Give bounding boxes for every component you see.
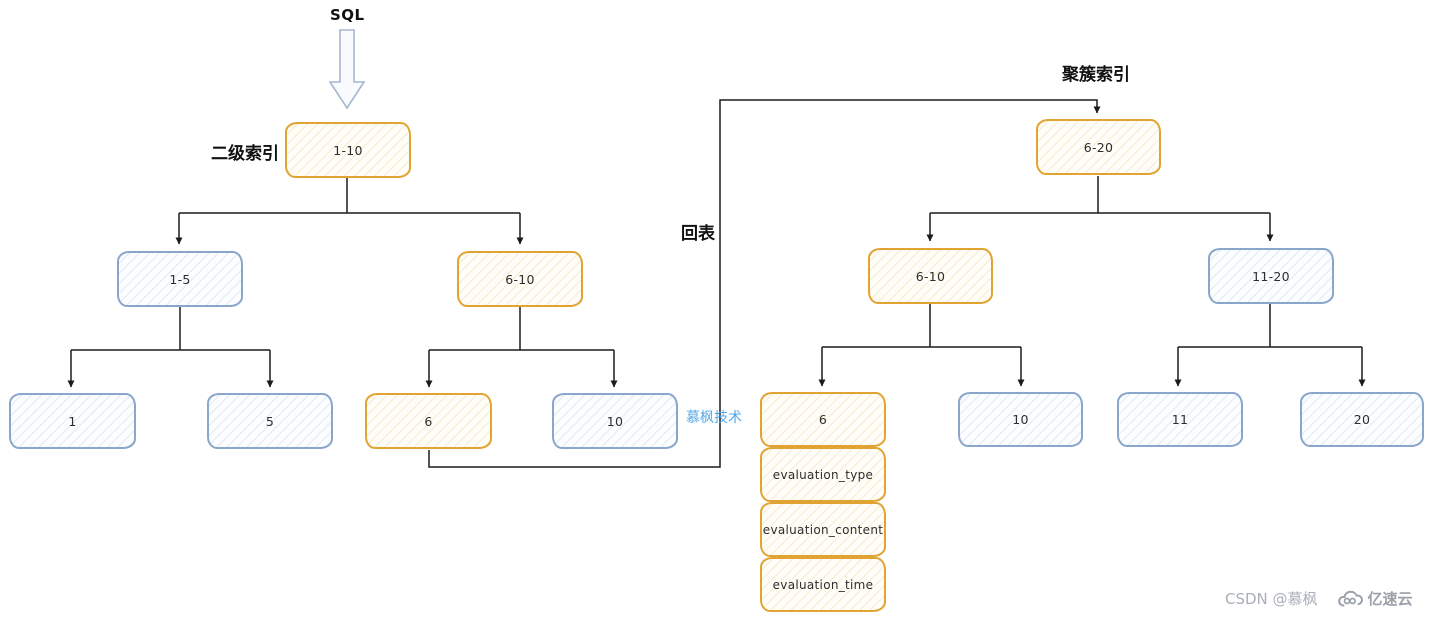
node-field-evaluation-type: evaluation_type [760, 447, 886, 502]
node-secondary-leaf-6: 6 [365, 393, 492, 449]
sql-label: SQL [330, 6, 365, 24]
node-clustered-leaf-10: 10 [958, 392, 1083, 447]
watermark-yisu-text: 亿速云 [1367, 590, 1413, 608]
secondary-index-label: 二级索引 [211, 144, 279, 164]
node-secondary-1-5: 1-5 [117, 251, 243, 307]
node-secondary-6-10: 6-10 [457, 251, 583, 307]
node-clustered-6-10: 6-10 [868, 248, 993, 304]
node-clustered-leaf-11: 11 [1117, 392, 1243, 447]
node-field-evaluation-time: evaluation_time [760, 557, 886, 612]
node-field-evaluation-content: evaluation_content [760, 502, 886, 557]
watermark-bottom: CSDN @慕枫 亿速云 [1225, 588, 1413, 609]
node-clustered-11-20: 11-20 [1208, 248, 1334, 304]
back-table-connector [428, 99, 1101, 468]
node-secondary-leaf-1: 1 [9, 393, 136, 449]
yisu-cloud-icon [1337, 590, 1363, 607]
node-clustered-root: 6-20 [1036, 119, 1161, 175]
back-table-label: 回表 [681, 224, 715, 244]
watermark-mufeng: 慕枫技术 [686, 410, 742, 426]
node-secondary-root: 1-10 [285, 122, 411, 178]
sql-arrow [328, 29, 366, 110]
node-secondary-leaf-5: 5 [207, 393, 333, 449]
node-secondary-leaf-10: 10 [552, 393, 678, 449]
clustered-index-label: 聚簇索引 [1062, 65, 1130, 85]
watermark-csdn-text: CSDN @慕枫 [1225, 590, 1318, 608]
node-clustered-leaf-20: 20 [1300, 392, 1424, 447]
node-clustered-leaf-6: 6 [760, 392, 886, 447]
